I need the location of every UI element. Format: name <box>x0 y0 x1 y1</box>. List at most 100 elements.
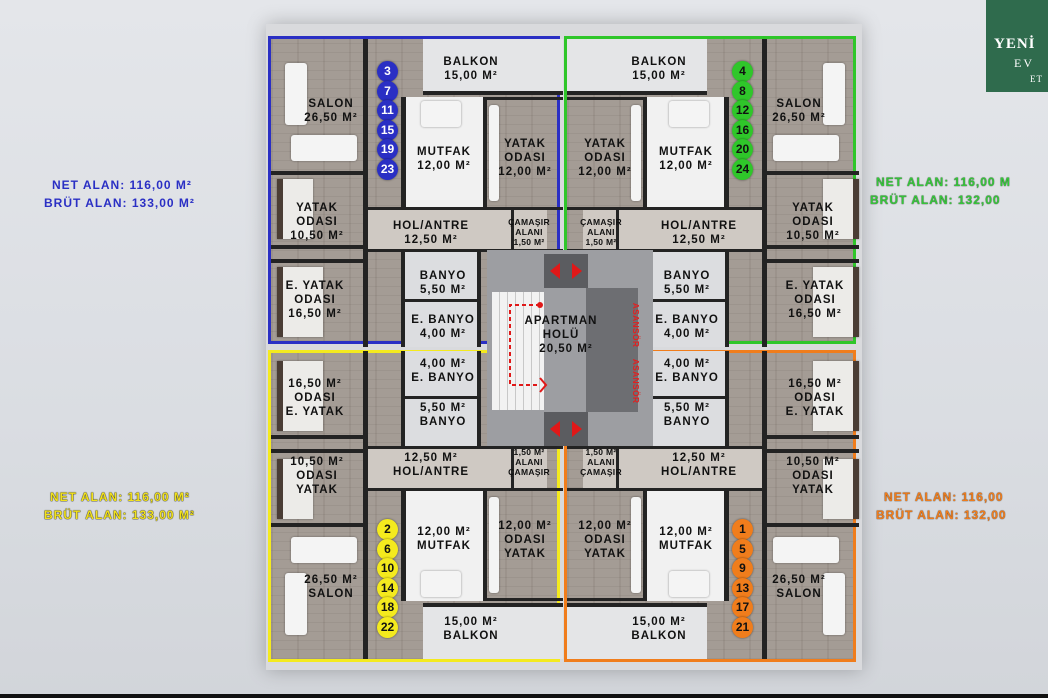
wall <box>401 489 406 601</box>
wall <box>616 209 619 251</box>
unit-number-badge: 7 <box>377 80 398 102</box>
net-area-orange: NET ALAN: 116,00 <box>884 490 1004 504</box>
room-label-mutfak: MUTFAK <box>659 540 713 552</box>
unit-number-badge: 5 <box>732 538 753 560</box>
room-label-hol-area: 12,50 M² <box>404 452 458 464</box>
room-label-yatak1b: ODASI <box>504 534 546 546</box>
room-label-yatak1-area: 12,00 M² <box>498 520 552 532</box>
bed-furniture <box>823 179 859 239</box>
wall <box>483 491 487 601</box>
wall <box>763 523 859 527</box>
room-balkon <box>567 39 707 95</box>
unit-number-badge: 19 <box>377 139 398 160</box>
furniture <box>285 573 307 635</box>
brut-area-green: BRÜT ALAN: 132,00 <box>870 193 1001 207</box>
room-label-yatak1-area: 12,00 M² <box>498 166 552 178</box>
unit-number-badge: 6 <box>377 538 398 560</box>
room-label-hol-area: 12,50 M² <box>672 234 726 246</box>
unit-number-badge: 8 <box>732 80 753 102</box>
furniture <box>421 571 461 597</box>
room-banyo <box>653 397 725 447</box>
room-label-banyo: BANYO <box>663 270 711 282</box>
room-label-yatak2a: YATAK <box>296 484 338 496</box>
furniture <box>669 101 709 127</box>
furniture <box>823 63 845 125</box>
room-label-ebanyo-area: 4,00 M² <box>664 328 710 340</box>
room-label-mutfak-area: 12,00 M² <box>659 526 713 538</box>
room-label-eyatak-a: E. YATAK <box>285 280 345 292</box>
wall <box>271 435 367 439</box>
room-balkon <box>423 39 563 95</box>
room-label-balkon-area: 15,00 M² <box>632 70 686 82</box>
room-label-banyo-area: 5,50 M² <box>664 284 710 296</box>
room-hol <box>583 447 763 489</box>
bottom-border <box>0 694 1048 698</box>
room-ebanyo <box>653 301 725 347</box>
elevator-label-2: ASANSÖR <box>631 358 641 404</box>
room-label-camasir-b: ALANI <box>515 227 543 237</box>
room-hol <box>583 209 763 251</box>
room-label-yatak1a: YATAK <box>504 138 546 150</box>
room-label-mutfak-area: 12,00 M² <box>417 160 471 172</box>
room-label-yatak2b: ODASI <box>792 216 834 228</box>
room-label-mutfak: MUTFAK <box>417 540 471 552</box>
wall <box>271 171 367 175</box>
furniture <box>773 537 839 563</box>
unit-number-badge: 12 <box>732 100 753 121</box>
unit-number-badge: 17 <box>732 597 753 618</box>
room-label-yatak2-area: 10,50 M² <box>786 456 840 468</box>
room-label-camasir-a: ÇAMAŞIR <box>508 467 550 477</box>
unit-number-badge: 15 <box>377 119 398 141</box>
room-label-eyatak-area: 16,50 M² <box>288 378 342 390</box>
wall <box>762 39 767 347</box>
wall <box>567 446 763 449</box>
net-area-green: NET ALAN: 116,00 M <box>876 175 1011 189</box>
room-label-eyatak-a: E. YATAK <box>285 406 345 418</box>
bed-furniture <box>813 267 859 337</box>
room-label-hol: HOL/ANTRE <box>660 220 738 232</box>
room-label-camasir-area: 1,50 M² <box>585 447 617 457</box>
room-label-balkon: BALKON <box>443 56 499 68</box>
room-label-balkon-area: 15,00 M² <box>444 70 498 82</box>
furniture <box>773 135 839 161</box>
unit-number-badge: 1 <box>732 519 753 540</box>
wall <box>405 299 477 302</box>
wall <box>401 351 405 447</box>
room-label-salon: SALON <box>308 588 354 600</box>
room-label-balkon: BALKON <box>443 630 499 642</box>
wall <box>423 91 563 95</box>
bed-furniture <box>823 459 859 519</box>
brut-area-blue: BRÜT ALAN: 133,00 M² <box>44 196 195 210</box>
wall <box>271 449 367 453</box>
unit-number-badge: 4 <box>732 61 753 82</box>
room-label-ebanyo: E. BANYO <box>655 314 719 326</box>
logo-line-3: ET <box>1030 74 1043 84</box>
unit-number-badge: 3 <box>377 61 398 82</box>
room-label-banyo: BANYO <box>663 416 711 428</box>
room-ebanyo <box>653 351 725 397</box>
room-label-yatak1a: YATAK <box>584 138 626 150</box>
furniture <box>291 537 357 563</box>
room-label-yatak1-area: 12,00 M² <box>578 520 632 532</box>
bed-furniture <box>813 361 859 431</box>
wall <box>401 251 405 347</box>
room-balkon <box>567 603 707 659</box>
room-banyo <box>405 397 477 447</box>
wall <box>477 351 481 447</box>
apartment-hall-title-2: HOLÜ <box>542 329 580 341</box>
elevator-arrows-icon <box>550 421 582 437</box>
furniture <box>823 573 845 635</box>
room-label-eyatak-area: 16,50 M² <box>788 378 842 390</box>
room-label-eyatak-a: E. YATAK <box>785 406 845 418</box>
room-label-banyo-area: 5,50 M² <box>420 284 466 296</box>
unit-number-badge: 16 <box>732 119 753 141</box>
wall <box>653 299 725 302</box>
room-banyo <box>653 251 725 301</box>
room-label-eyatak-b: ODASI <box>794 294 836 306</box>
unit-number-badge: 14 <box>377 577 398 599</box>
room-label-camasir-b: ALANI <box>587 227 615 237</box>
unit-number-badge: 22 <box>377 616 398 638</box>
unit-number-badge: 18 <box>377 597 398 618</box>
room-ebanyo <box>405 301 477 347</box>
